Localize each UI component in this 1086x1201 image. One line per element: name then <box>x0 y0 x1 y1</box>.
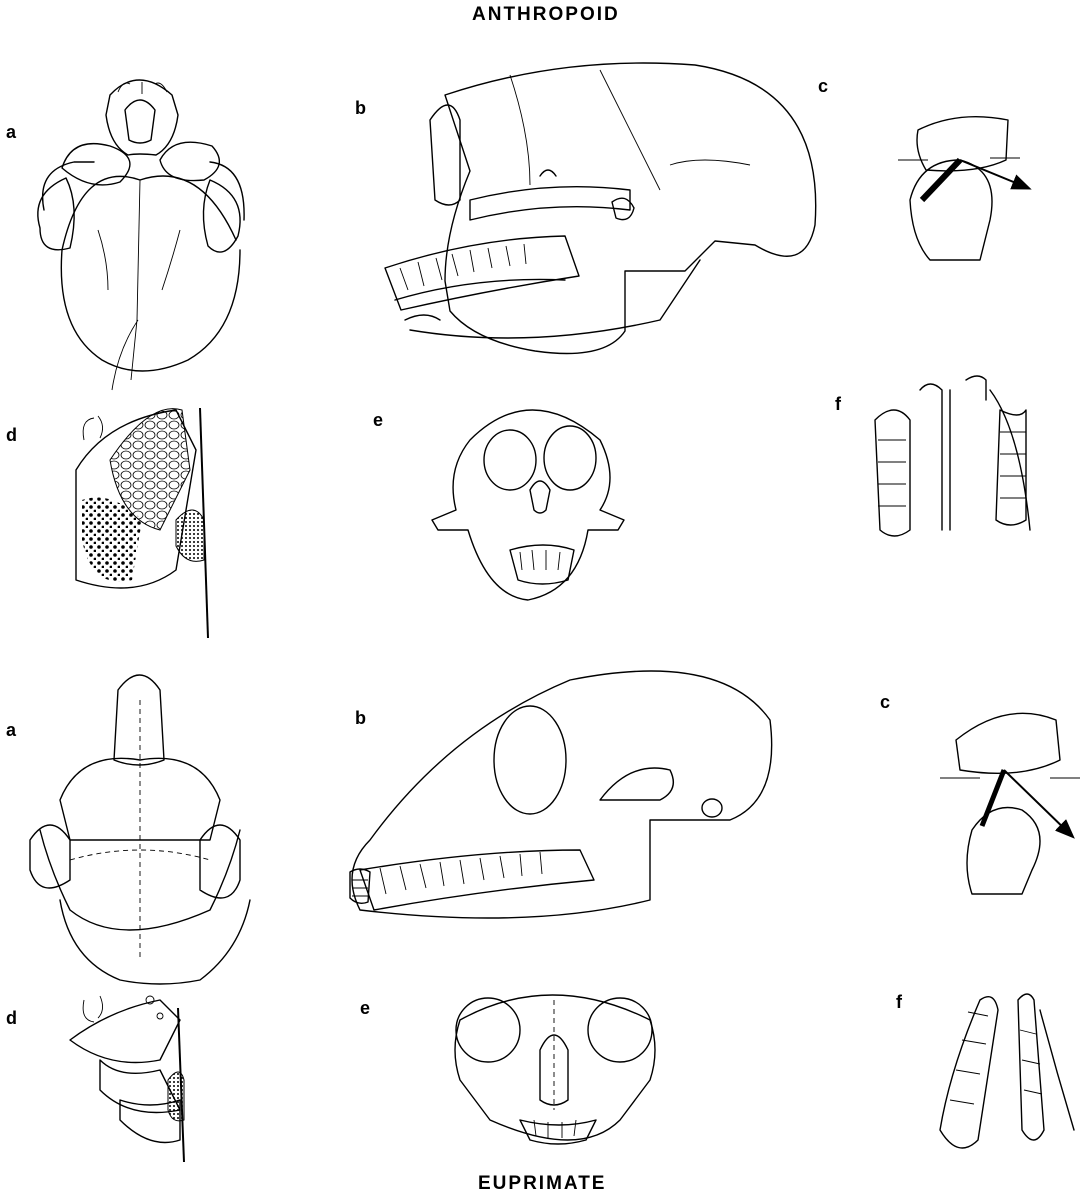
euprimate-b-skull-lateral <box>350 671 772 918</box>
euprimate-a-skull-dorsal <box>30 675 250 984</box>
anthropoid-a-skull-dorsal <box>38 80 244 390</box>
anthropoid-e-skull-frontal <box>432 410 624 600</box>
anthropoid-b-skull-lateral <box>385 63 816 354</box>
anthropoid-d-texture-detail <box>76 408 208 638</box>
anthropoid-c-joint-diagram <box>898 117 1028 260</box>
euprimate-c-joint-diagram <box>940 713 1080 894</box>
anthropoid-f-tooth-rows <box>875 376 1030 536</box>
euprimate-f-tooth-rows <box>940 994 1074 1148</box>
euprimate-d-detail <box>70 996 184 1162</box>
euprimate-e-skull-frontal <box>455 995 655 1144</box>
